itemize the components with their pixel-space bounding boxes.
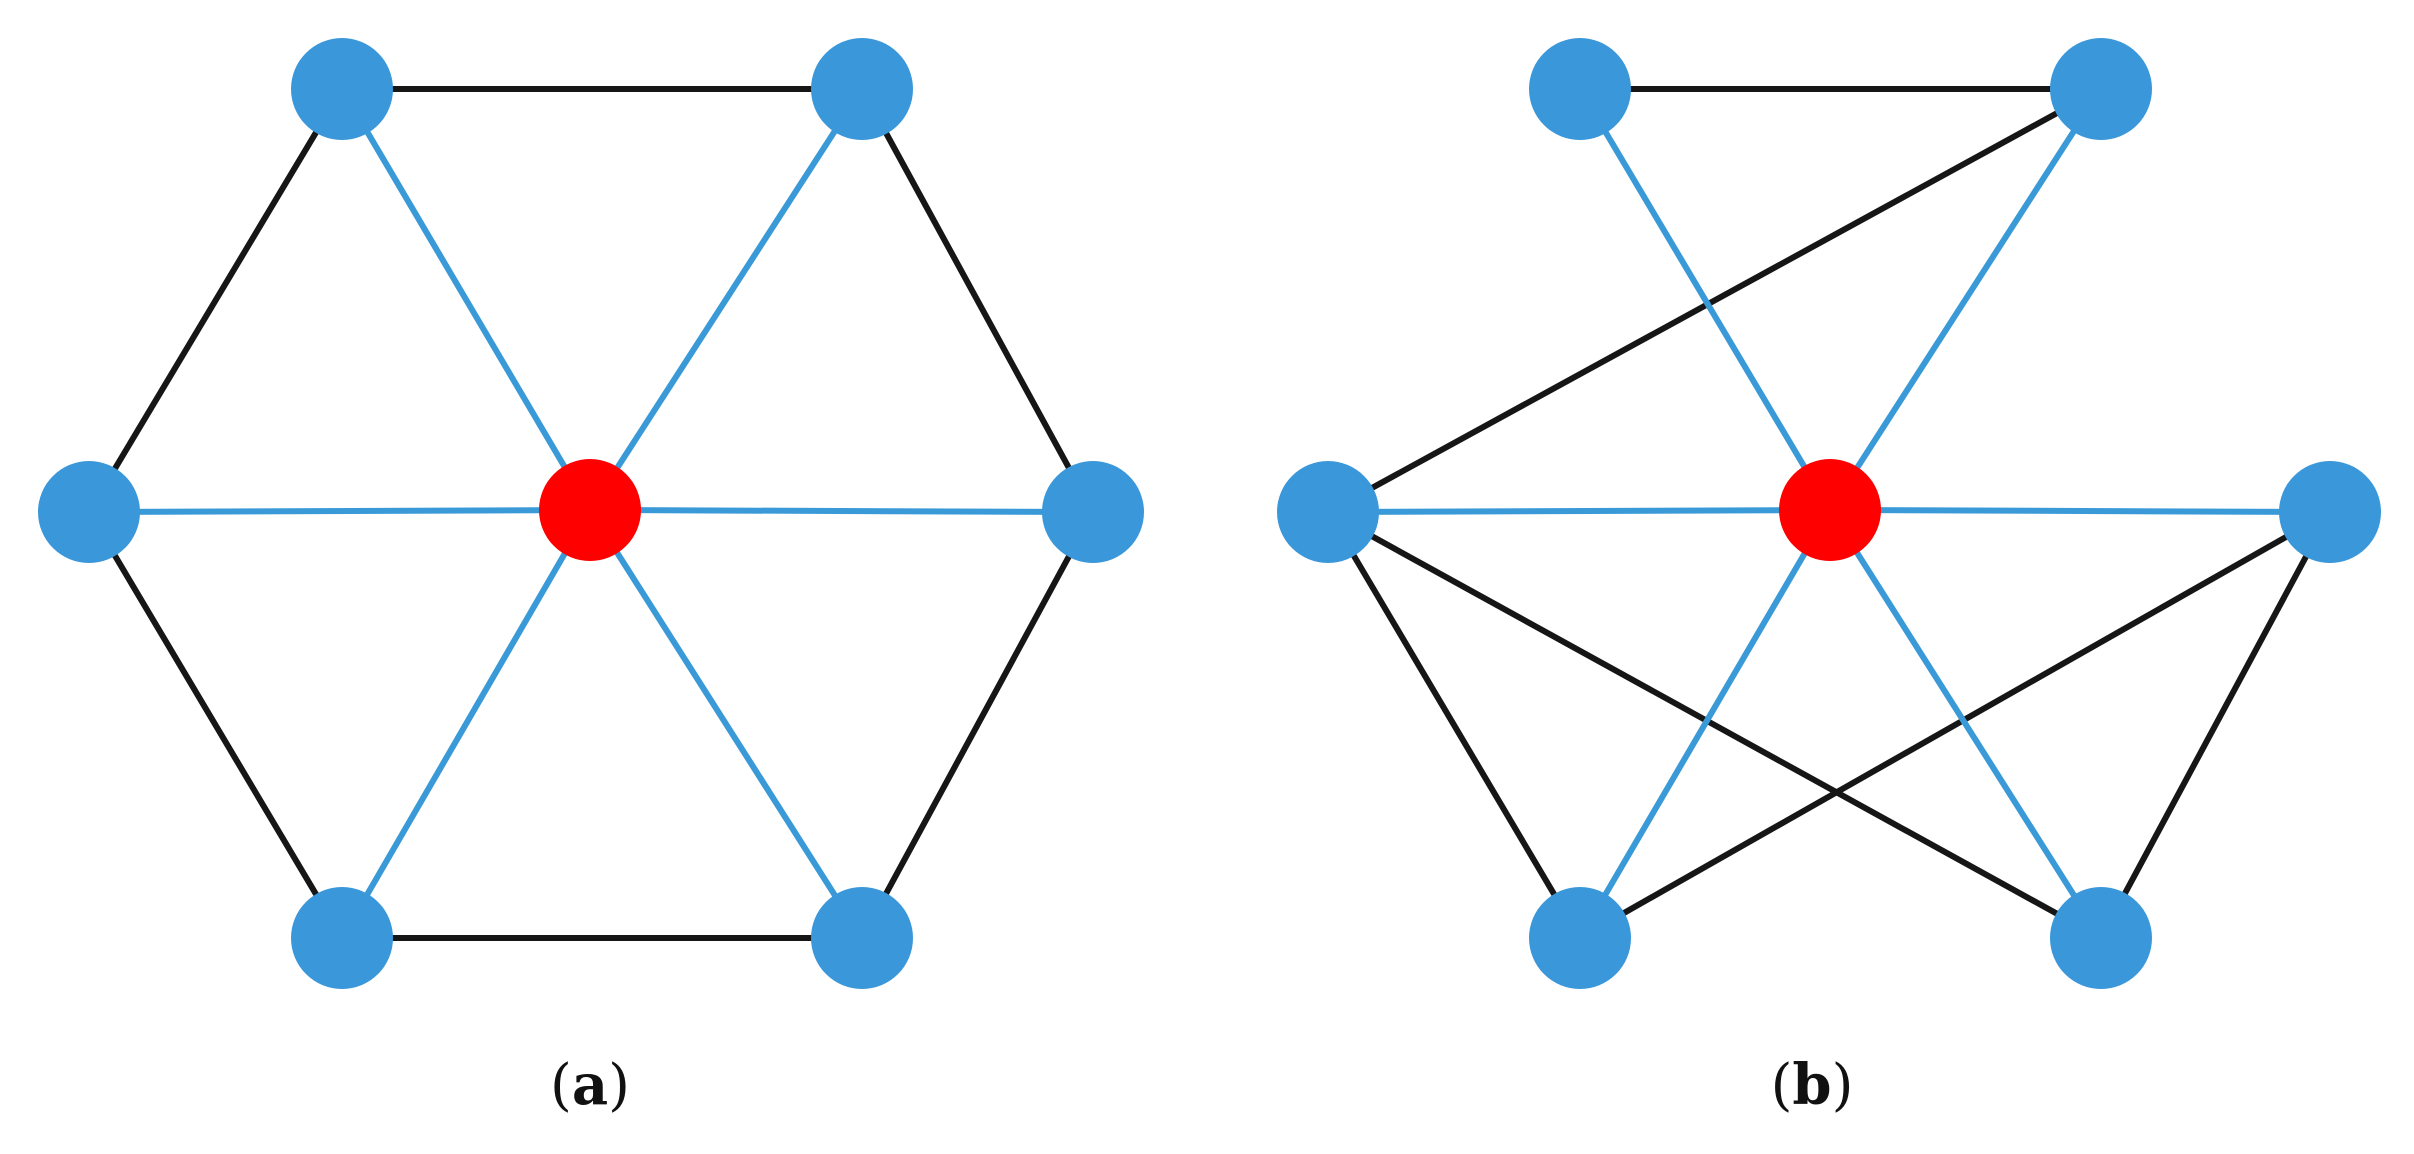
panel-b-spoke-edge-center-to-top-left [1577,86,1833,513]
panel-b-outer-edge-left-to-bottom-left [1325,509,1583,941]
panel-b-spoke-edge-center-to-top-right [1827,86,2104,513]
panel-b-center-node [1779,459,1881,561]
panel-b-spoke-edge-center-to-left [1325,507,1833,515]
panel-a-caption-close: ) [608,1053,630,1118]
panel-b-outer-edge-top-right-to-left [1325,86,2104,515]
panel-b-graph [1277,38,2381,989]
panel-b-caption-close: ) [1831,1053,1854,1118]
panel-b-caption: (b) [1712,1045,1912,1125]
panel-b-outer-edge-left-to-bottom-right [1325,509,2104,941]
panel-b-outer-edge-bottom-left-to-right [1577,509,2333,941]
panel-b-node-top-right [2050,38,2152,140]
panel-b-spoke-edge-center-to-right [1827,507,2333,515]
panel-a-outer-edge-left-to-top-left [86,86,345,515]
panel-b-spoke-edge-center-to-bottom-left [1577,507,1833,941]
panel-a-spoke-edge-center-to-bottom-left [339,507,593,941]
panel-a-node-right [1042,461,1144,563]
panel-a-outer-edge-right-to-bottom-right [859,509,1096,941]
panel-a-spoke-edge-center-to-bottom-right [587,507,865,941]
panel-a-outer-edge-top-right-to-right [859,86,1096,515]
panel-b-caption-letter: b [1792,1052,1832,1118]
panel-a-caption-letter: a [571,1052,609,1118]
panel-a-node-top-left [291,38,393,140]
panel-a-spoke-edge-center-to-left [86,507,593,515]
panel-a-spoke-edge-center-to-right [587,507,1096,515]
panel-a-graph [38,38,1144,989]
panel-a-node-bottom-left [291,887,393,989]
panel-b-node-top-left [1529,38,1631,140]
panel-b-spoke-edge-center-to-bottom-right [1827,507,2104,941]
panel-a-spoke-edge-center-to-top-left [339,86,593,513]
panel-a-center-node [539,459,641,561]
panel-b-node-left [1277,461,1379,563]
panel-a-outer-edge-bottom-left-to-left [86,509,345,941]
panel-a-caption: (a) [490,1045,690,1125]
panel-b-node-bottom-left [1529,887,1631,989]
panel-a-caption-open: ( [549,1053,572,1118]
panel-b-caption-open: ( [1770,1053,1793,1118]
panel-b-node-right [2279,461,2381,563]
panel-a-node-bottom-right [811,887,913,989]
panel-a-spoke-edge-center-to-top-right [587,86,865,513]
panel-b-outer-edge-right-to-bottom-right [2098,509,2333,941]
panel-a-node-top-right [811,38,913,140]
panel-a-node-left [38,461,140,563]
panel-b-node-bottom-right [2050,887,2152,989]
